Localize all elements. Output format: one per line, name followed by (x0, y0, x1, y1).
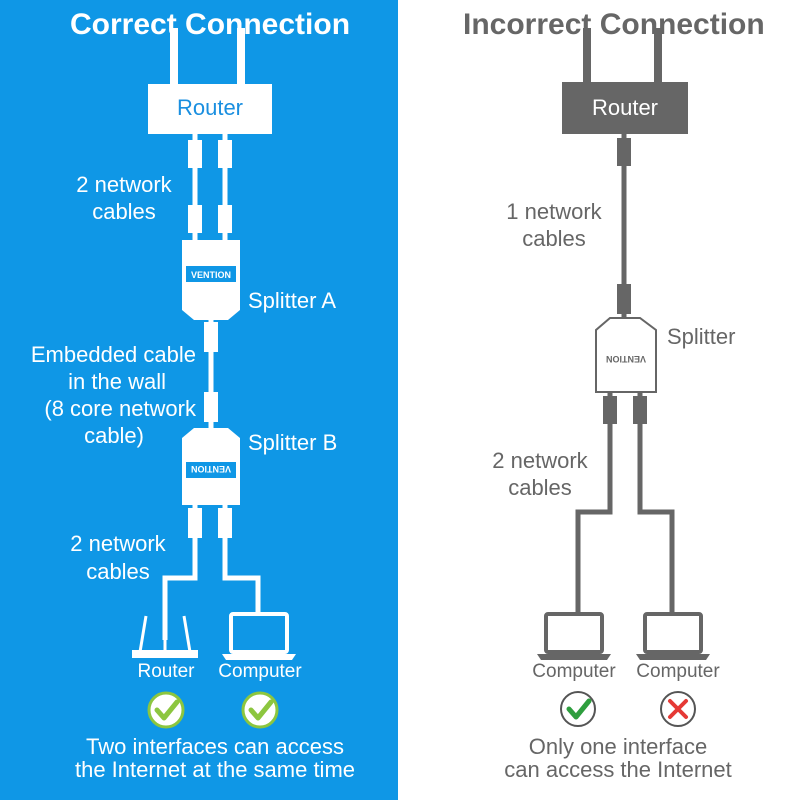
splitter-b-label: Splitter B (248, 430, 338, 455)
right-splitter-brand: VENTION (606, 354, 646, 364)
right-bottom-cables (575, 392, 675, 612)
correct-connection-title: Correct Connection (70, 8, 351, 41)
right-top-cables-label-line1: 1 network (506, 199, 602, 224)
right-splitter-device: VENTION (595, 317, 657, 393)
embedded-label-line4: cable) (84, 423, 144, 448)
computer-device-label-left: Computer (218, 661, 302, 682)
splitter-a-device: VENTION (182, 240, 240, 320)
laptop-icon-right-2 (636, 612, 710, 660)
right-bottom-cables-label-line2: cables (508, 475, 572, 500)
left-bottom-connectors (188, 508, 232, 538)
left-caption-line2: the Internet at the same time (74, 757, 356, 782)
splitter-b-device: VENTION (182, 428, 240, 505)
right-router-label: Router (591, 95, 659, 120)
laptop-icon-right-1 (537, 612, 611, 660)
right-bottom-cables-label-line1: 2 network (492, 448, 588, 473)
embedded-label-line1: Embedded cable (30, 342, 196, 367)
right-caption-line2: can access the Internet (504, 757, 732, 782)
left-caption-line1: Two interfaces can access (85, 734, 344, 759)
computer-device-label-right-1: Computer (532, 661, 616, 682)
embedded-wall-cable (204, 320, 218, 428)
right-splitter-label: Splitter (667, 324, 736, 349)
check-icon-computer (241, 691, 279, 729)
router-device-label: Router (137, 661, 195, 682)
right-bottom-connectors (603, 396, 647, 424)
right-caption-line1: Only one interface (528, 734, 708, 759)
left-top-cables-label-line1: 2 network (76, 172, 172, 197)
computer-device-label-right-2: Computer (636, 661, 720, 682)
embedded-label-line2: in the wall (68, 369, 166, 394)
left-top-cables-label-line2: cables (92, 199, 156, 224)
cross-icon-right (660, 691, 696, 727)
left-router-label: Router (176, 95, 244, 120)
right-router-box (562, 28, 688, 134)
splitter-a-label: Splitter A (248, 288, 337, 313)
left-top-connectors (188, 140, 232, 233)
embedded-label-line3: (8 core network (44, 396, 196, 421)
check-icon-right (560, 691, 596, 727)
incorrect-connection-title: Incorrect Connection (463, 8, 765, 41)
right-top-cables-label-line2: cables (522, 226, 586, 251)
right-top-cable (617, 134, 631, 318)
router-device-icon (132, 612, 198, 658)
left-bottom-cables-label-line1: 2 network (70, 531, 166, 556)
laptop-icon-left (222, 612, 296, 660)
splitter-a-brand: VENTION (191, 270, 231, 280)
splitter-b-brand: VENTION (191, 464, 231, 474)
left-bottom-cables (162, 505, 261, 640)
check-icon-router (147, 691, 185, 729)
left-bottom-cables-label-line2: cables (86, 559, 150, 584)
left-router-box (148, 28, 272, 134)
